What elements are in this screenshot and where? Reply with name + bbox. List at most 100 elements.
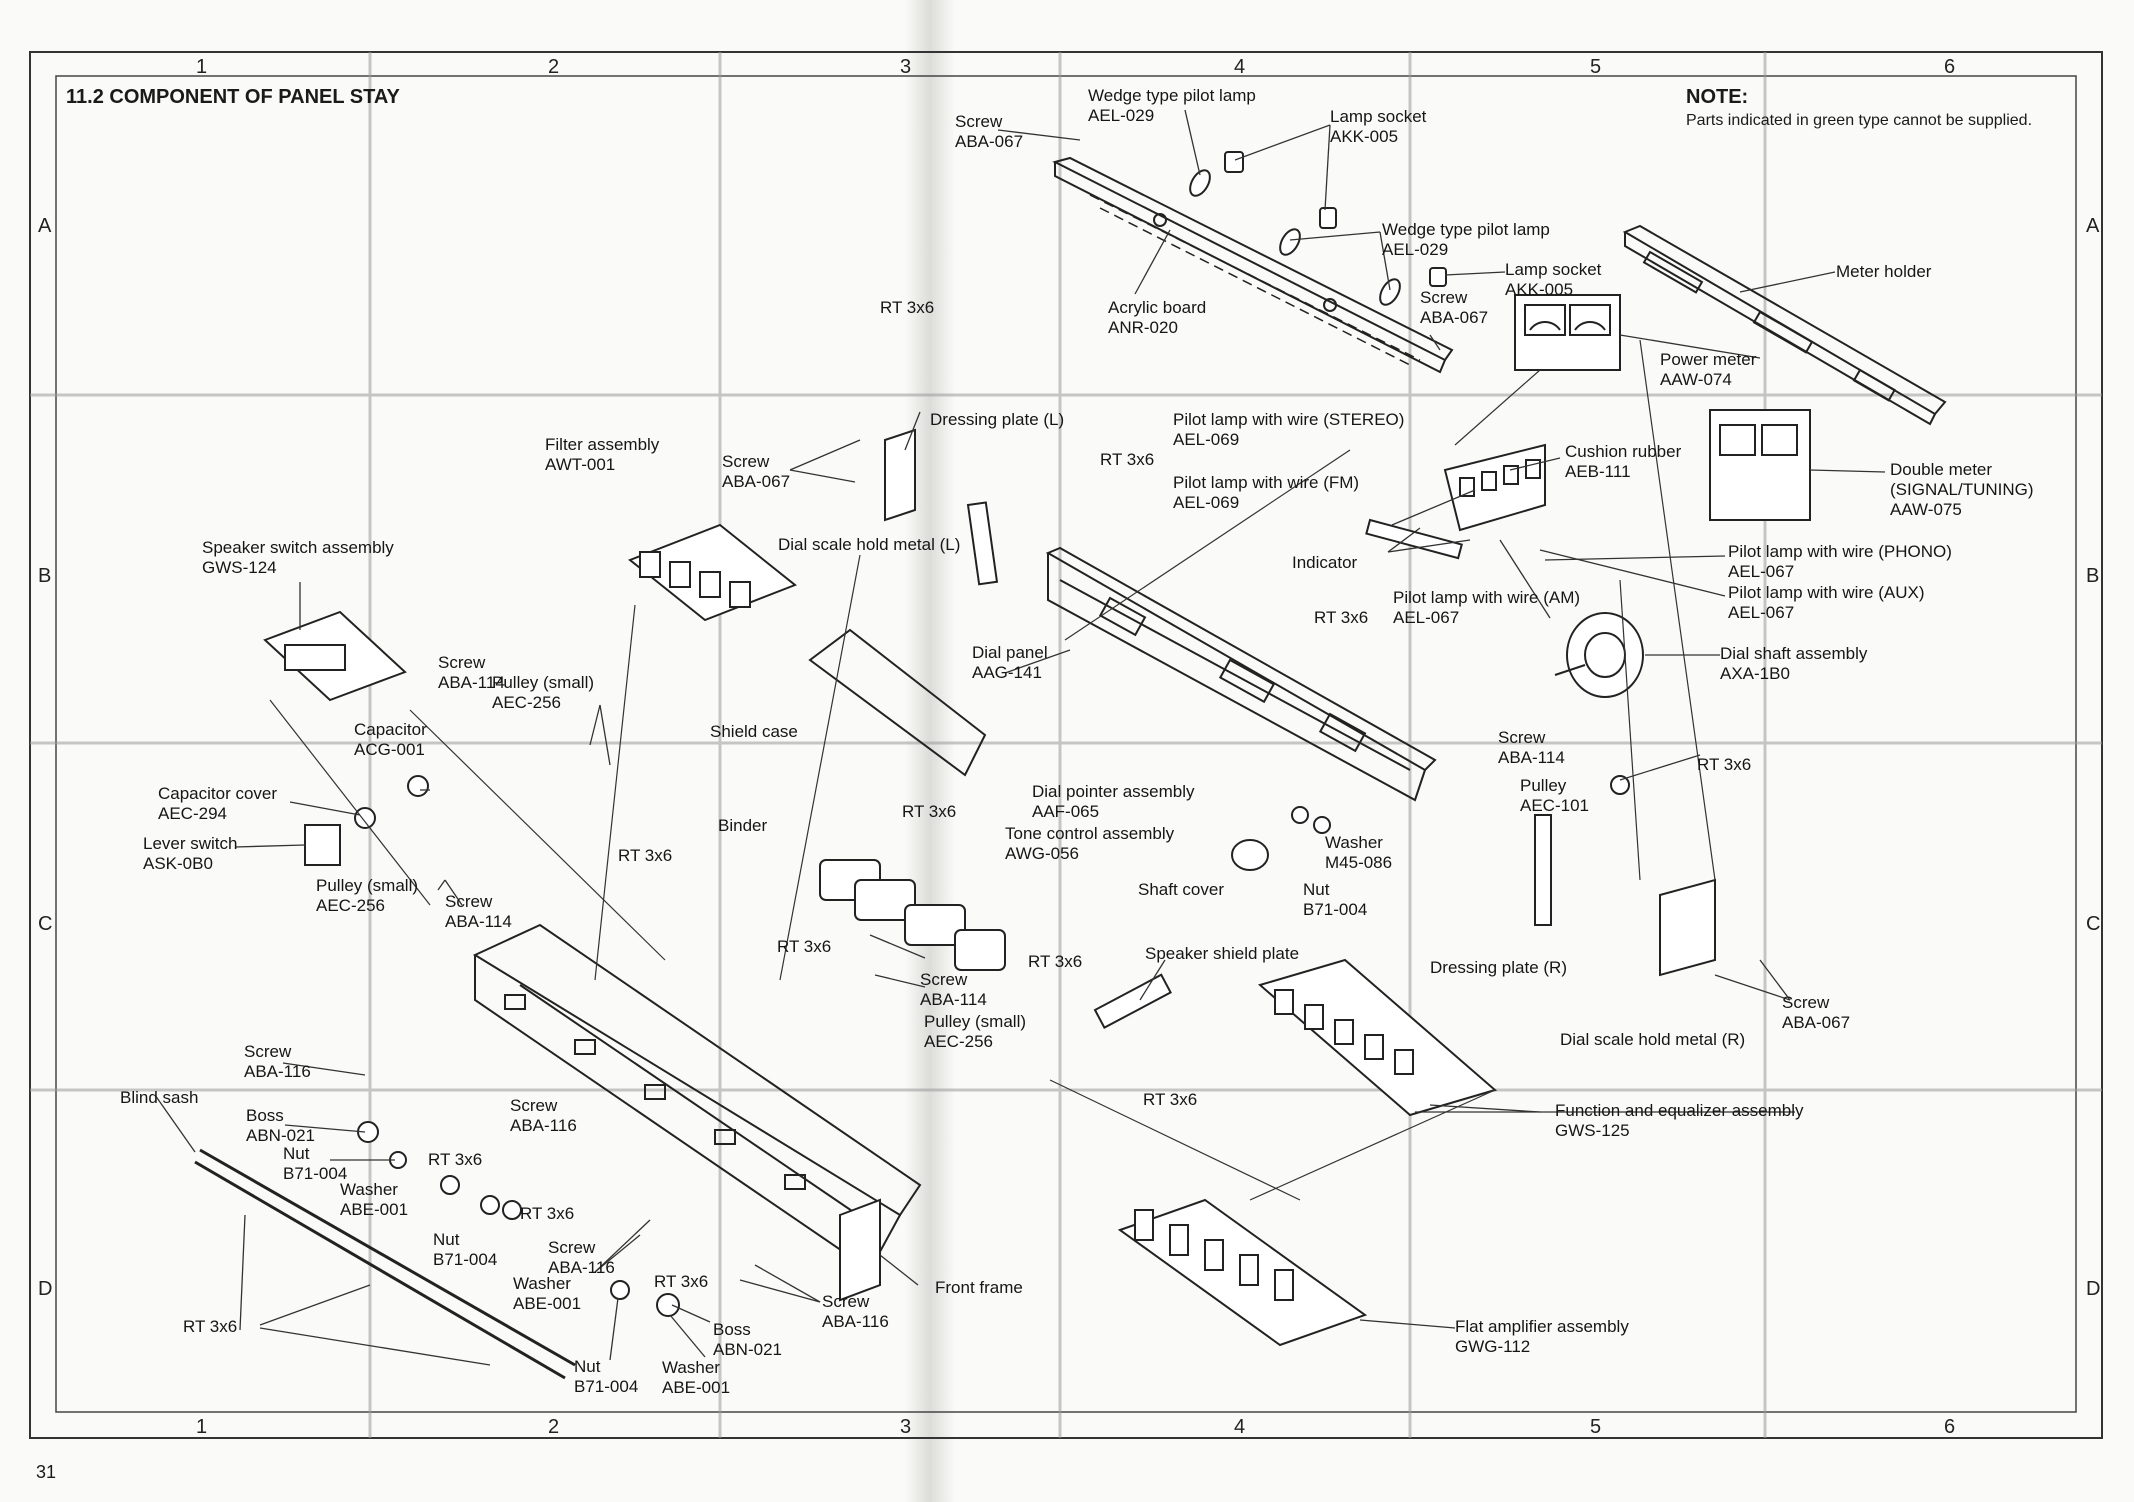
part-name: Flat amplifier assembly	[1455, 1317, 1629, 1336]
speaker-shield-shape	[1093, 973, 1172, 1030]
part-name: RT 3x6	[428, 1150, 483, 1169]
part-code: AEL-029	[1088, 106, 1155, 125]
front-frame-shape	[472, 923, 922, 1302]
part-name: Power meter	[1660, 350, 1757, 369]
part-name: Capacitor	[354, 720, 427, 739]
part-code: ABA-067	[1782, 1013, 1851, 1032]
shield-case-shape	[808, 628, 987, 777]
grid-row-left: B	[38, 565, 52, 587]
part-code: ABE-001	[513, 1294, 582, 1313]
part-code: AXA-1B0	[1720, 664, 1790, 683]
part-name: Shield case	[710, 722, 798, 741]
grid-row-right: B	[2086, 565, 2100, 587]
part-code: ABA-067	[955, 132, 1024, 151]
grid-column-bottom: 4	[1234, 1416, 1246, 1438]
page-number: 31	[36, 1462, 57, 1482]
part-label-pulley-small-1: Pulley (small)AEC-256	[492, 673, 594, 713]
part-name: Pulley (small)	[924, 1012, 1027, 1031]
part-name: Front frame	[935, 1278, 1023, 1297]
part-name: Function and equalizer assembly	[1555, 1101, 1804, 1120]
part-code: GWS-124	[202, 558, 277, 577]
part-name: Screw	[822, 1292, 870, 1311]
part-label-pilot-am: Pilot lamp with wire (AM)AEL-067	[1393, 588, 1580, 628]
part-name: Screw	[920, 970, 968, 989]
blind-sash-shape	[194, 1148, 576, 1380]
part-label-rt-d3: RT 3x6	[654, 1272, 708, 1292]
hardware-shapes	[357, 775, 1630, 1317]
part-label-dressing-plate-r: Dressing plate (R)	[1430, 958, 1567, 978]
part-label-rt-tone-r: RT 3x6	[1028, 952, 1082, 972]
part-label-front-frame: Front frame	[935, 1278, 1023, 1298]
part-code: AAW-075	[1890, 500, 1962, 519]
grid-row-left: A	[38, 215, 52, 237]
indicator-shape	[1365, 518, 1463, 560]
filter-assembly-shape	[628, 523, 797, 622]
part-code: AEC-256	[492, 693, 561, 712]
dial-scale-r-shape	[1659, 878, 1716, 977]
part-name: RT 3x6	[777, 937, 832, 956]
part-name: Dial scale hold metal (R)	[1560, 1030, 1746, 1049]
part-code: ABE-001	[340, 1200, 409, 1219]
part-code: ACG-001	[354, 740, 425, 759]
function-eq-shape	[1257, 958, 1498, 1117]
part-name: Pulley	[1520, 776, 1567, 795]
part-label-indicator: Indicator	[1292, 553, 1357, 573]
part-name: Cushion rubber	[1565, 442, 1682, 461]
part-label-rt-sash: RT 3x6	[183, 1317, 237, 1337]
part-code: GWS-125	[1555, 1121, 1630, 1140]
part-name: Screw	[1420, 288, 1468, 307]
part-name: RT 3x6	[902, 802, 957, 821]
grid-column-top: 1	[196, 56, 208, 78]
part-label-rt-dial: RT 3x6	[1314, 608, 1368, 628]
part-code: ABA-116	[822, 1312, 889, 1331]
dressing-plate-l-shape	[966, 501, 999, 586]
part-code: ABA-114	[920, 990, 987, 1009]
outer-frame	[29, 51, 2103, 1439]
part-name: Lamp socket	[1330, 107, 1427, 126]
part-name: RT 3x6	[1143, 1090, 1198, 1109]
note-heading: NOTE:	[1686, 86, 1749, 108]
part-name: Nut	[283, 1144, 310, 1163]
part-name: Pilot lamp with wire (PHONO)	[1728, 542, 1952, 561]
part-label-rt-right: RT 3x6	[1697, 755, 1751, 775]
grid-column-bottom: 5	[1590, 1416, 1602, 1438]
part-name: Pilot lamp with wire (AM)	[1393, 588, 1581, 607]
part-name: RT 3x6	[654, 1272, 709, 1291]
part-name: RT 3x6	[1314, 608, 1369, 627]
part-code: ABA-116	[510, 1116, 577, 1135]
tone-control-shape	[819, 859, 1006, 971]
part-name: Boss	[713, 1320, 751, 1339]
part-code: ABA-114	[1498, 748, 1565, 767]
part-name: Screw	[510, 1096, 558, 1115]
part-name: Binder	[718, 816, 768, 835]
part-name: Boss	[246, 1106, 284, 1125]
part-name: Dial panel	[972, 643, 1048, 662]
part-code: AEL-069	[1173, 493, 1240, 512]
part-code: AWG-056	[1005, 844, 1080, 863]
part-label-pilot-phono: Pilot lamp with wire (PHONO)AEL-067	[1728, 542, 1952, 582]
part-label-shield-case: Shield case	[710, 722, 798, 742]
part-name: Screw	[955, 112, 1003, 131]
part-name: Screw	[445, 892, 493, 911]
dial-scale-l-shape	[884, 428, 916, 522]
part-label-dressing-plate-l: Dressing plate (L)	[930, 410, 1064, 430]
part-name: Lamp socket	[1505, 260, 1602, 279]
